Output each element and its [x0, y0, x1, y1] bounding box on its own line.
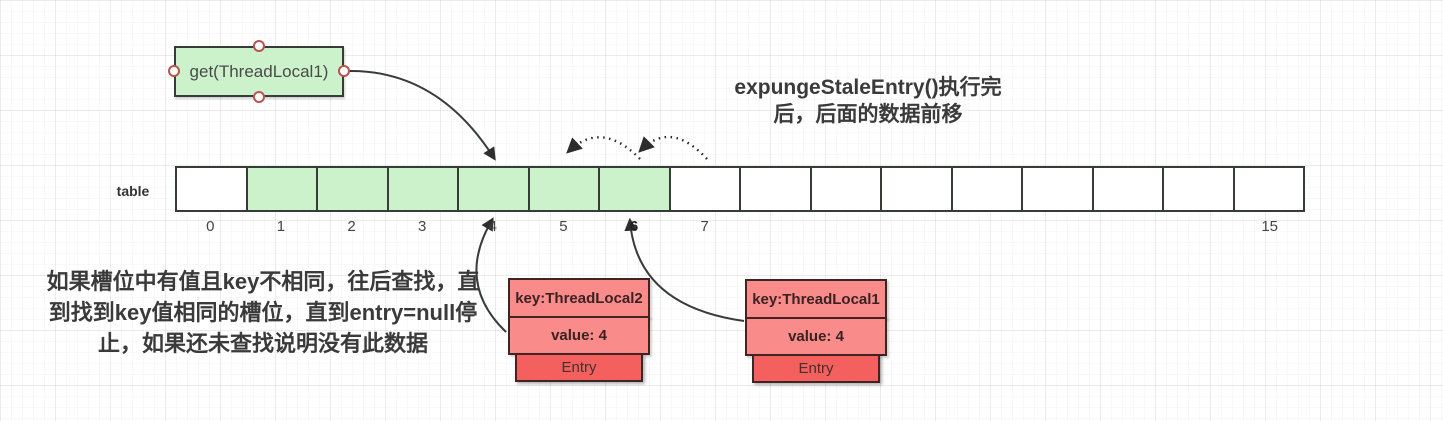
slot-index-label: 6	[629, 218, 639, 235]
table-slot[interactable]	[741, 168, 812, 210]
note-search-line1: 如果槽位中有值且key不相同，往后查找，直	[46, 269, 480, 294]
slot-index-label	[811, 218, 882, 235]
slot-index-label	[740, 218, 811, 235]
entry-type-tag: Entry	[515, 353, 643, 382]
slot-index-label: 7	[700, 218, 709, 235]
connection-handle-right[interactable]	[338, 65, 350, 77]
entry-type-tag: Entry	[752, 354, 880, 383]
slot-index-label	[1093, 218, 1164, 235]
table-slot[interactable]	[459, 168, 530, 210]
table-slot[interactable]	[1235, 168, 1304, 210]
slot-index-label	[1164, 218, 1235, 235]
connection-handle-top[interactable]	[252, 40, 265, 52]
table-slot[interactable]	[1164, 168, 1235, 210]
connection-handle-left[interactable]	[168, 65, 180, 77]
slot-index-label	[952, 218, 1023, 235]
table-slot[interactable]	[388, 168, 459, 210]
slot-index-label: 2	[347, 218, 356, 235]
slot-index-label: 3	[418, 218, 427, 235]
get-box-label: get(ThreadLocal1)	[189, 61, 329, 81]
table-slot[interactable]	[247, 168, 318, 210]
table-slot[interactable]	[882, 168, 953, 210]
slot-index-label: 0	[206, 218, 215, 235]
entry-key-field: key:ThreadLocal1	[745, 279, 887, 319]
table-slot[interactable]	[177, 168, 248, 210]
entry-key-field: key:ThreadLocal2	[508, 278, 650, 318]
note-expunge-line1: expungeStaleEntry()执行完	[734, 76, 1002, 99]
table-slot[interactable]	[812, 168, 882, 210]
index-row: 0 1 2 3 4 5 6 7 15	[175, 218, 1305, 235]
note-expunge-line2: 后，后面的数据前移	[773, 103, 963, 126]
entry-value-field: value: 4	[508, 316, 650, 355]
slot-index-label: 5	[559, 218, 568, 235]
entry-box-threadlocal2[interactable]: key:ThreadLocal2 value: 4 Entry	[508, 278, 650, 382]
slot-index-label	[1023, 218, 1094, 235]
note-search-line3: 止，如果还未查找说明没有此数据	[97, 331, 428, 356]
note-expunge-result: expungeStaleEntry()执行完 后，后面的数据前移	[700, 74, 1036, 128]
slot-index-label: 1	[276, 218, 286, 235]
table-label: table	[116, 183, 150, 199]
table-slot[interactable]	[318, 168, 389, 210]
arrow-get-to-slot4	[348, 69, 496, 161]
table-slot[interactable]	[1023, 168, 1094, 210]
note-search-line2: 到找到key值相同的槽位，直到entry=null停	[48, 300, 478, 325]
slot-index-label	[881, 218, 952, 235]
get-threadlocal-shape[interactable]: get(ThreadLocal1)	[168, 40, 350, 103]
hash-table	[175, 166, 1305, 212]
slot-index-label: 15	[1261, 218, 1279, 235]
table-slot[interactable]	[1094, 168, 1164, 210]
note-search-rule: 如果槽位中有值且key不相同，往后查找，直 到找到key值相同的槽位，直到ent…	[34, 266, 492, 359]
table-slot[interactable]	[600, 168, 671, 210]
table-slot[interactable]	[671, 168, 741, 210]
table-slot[interactable]	[953, 168, 1023, 210]
dotted-arrow-slot6-to-slot5	[566, 136, 641, 160]
connection-handle-bottom[interactable]	[252, 91, 265, 103]
table-slot[interactable]	[529, 168, 600, 210]
entry-value-field: value: 4	[745, 317, 887, 356]
entry-box-threadlocal1[interactable]: key:ThreadLocal1 value: 4 Entry	[745, 279, 887, 383]
slot-index-label: 4	[488, 218, 497, 235]
dotted-arrow-slot7-to-slot6	[638, 135, 708, 160]
